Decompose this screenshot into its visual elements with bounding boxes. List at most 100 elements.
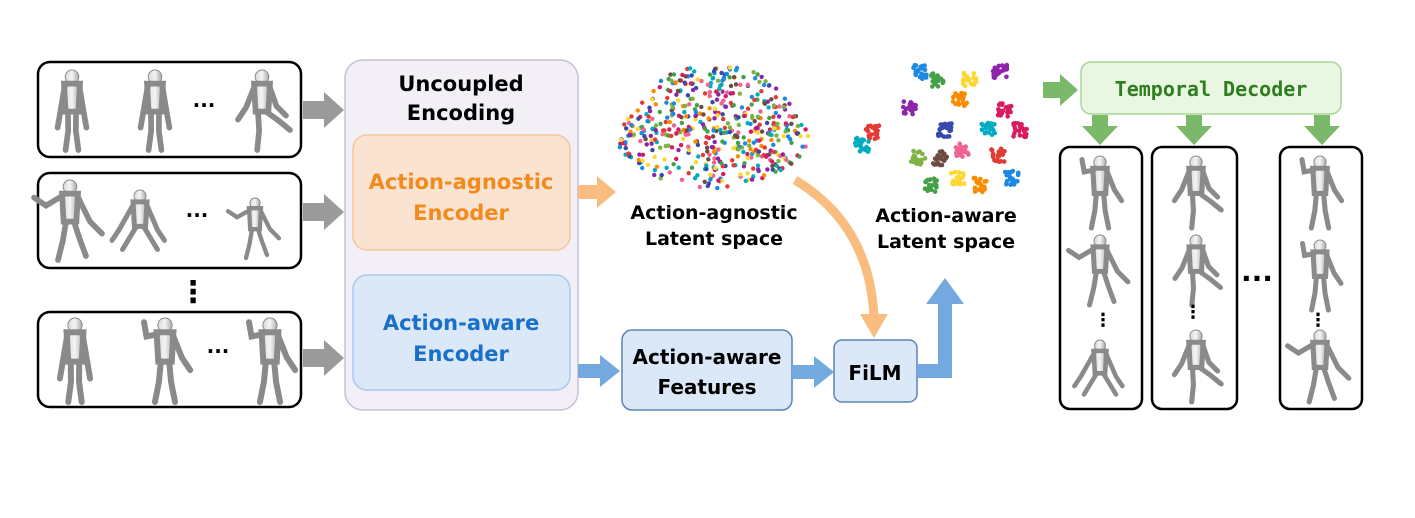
- latent-point: [687, 102, 692, 107]
- latent-point: [775, 121, 780, 127]
- latent-point: [679, 120, 685, 126]
- latent-point: [716, 92, 721, 97]
- latent-point: [991, 152, 996, 157]
- latent-point: [735, 154, 741, 159]
- latent-point: [1005, 114, 1010, 119]
- latent-point: [960, 171, 966, 176]
- input-vertical-ellipsis: ⋮: [178, 275, 208, 310]
- latent-point: [762, 101, 768, 106]
- latent-point: [678, 142, 684, 148]
- seq3-ellipsis: ···: [207, 339, 230, 363]
- latent-point: [725, 90, 730, 95]
- latent-point: [915, 157, 921, 163]
- latent-point: [1004, 178, 1010, 184]
- latent-point: [652, 167, 657, 173]
- latent-point: [769, 137, 774, 143]
- latent-point: [781, 134, 786, 139]
- latent-point: [709, 144, 715, 150]
- latent-point: [973, 79, 979, 85]
- latent-point: [773, 95, 778, 100]
- latent-point: [773, 169, 778, 174]
- latent-point: [1016, 128, 1022, 133]
- latent-point: [992, 65, 998, 71]
- latent-point: [913, 72, 919, 78]
- latent-point: [776, 114, 782, 119]
- latent-point: [757, 122, 762, 127]
- latent-point: [649, 97, 655, 102]
- latent-point: [856, 142, 862, 148]
- latent-point: [731, 163, 736, 168]
- latent-point: [736, 115, 741, 120]
- latent-point: [711, 160, 717, 165]
- agnostic-latent-arrow: [578, 176, 616, 208]
- latent-point: [865, 149, 871, 154]
- latent-point: [988, 123, 993, 129]
- latent-point: [1004, 172, 1009, 178]
- latent-point: [756, 149, 762, 154]
- latent-point: [771, 142, 776, 147]
- latent-point: [771, 120, 777, 126]
- latent-point: [669, 78, 674, 84]
- latent-point: [671, 111, 676, 117]
- latent-point: [930, 79, 935, 84]
- latent-point: [682, 80, 687, 85]
- latent-point: [703, 140, 709, 146]
- latent-point: [706, 157, 711, 162]
- latent-point: [658, 78, 664, 84]
- latent-point: [705, 183, 710, 189]
- latent-point: [950, 94, 956, 100]
- latent-point: [662, 157, 667, 162]
- input-arrow-1: [303, 92, 344, 128]
- latent-point: [952, 169, 958, 175]
- latent-point: [909, 108, 915, 114]
- latent-point: [957, 179, 963, 185]
- features-line2: Features: [657, 375, 756, 399]
- latent-point: [738, 172, 743, 177]
- latent-point: [631, 132, 636, 137]
- latent-point: [693, 113, 698, 119]
- latent-point: [727, 125, 733, 130]
- latent-point: [667, 170, 672, 175]
- latent-point: [944, 134, 950, 139]
- latent-point: [963, 77, 969, 83]
- latent-point: [629, 114, 634, 119]
- action-agnostic-encoder-box: [352, 134, 571, 251]
- output-figure: [1285, 329, 1352, 405]
- input-sequence-2: [36, 171, 303, 270]
- latent-point: [637, 152, 642, 157]
- latent-point: [1021, 128, 1027, 134]
- latent-point: [931, 161, 937, 167]
- latent-point: [727, 75, 732, 80]
- latent-point: [973, 76, 979, 81]
- latent-point: [689, 73, 694, 78]
- latent-point: [1004, 74, 1009, 80]
- latent-point: [982, 179, 987, 184]
- latent-point: [671, 162, 676, 167]
- latent-point: [745, 82, 750, 87]
- latent-point: [725, 184, 730, 189]
- latent-point: [658, 121, 663, 127]
- latent-point: [742, 161, 747, 166]
- latent-point: [692, 69, 697, 74]
- latent-point: [756, 167, 761, 172]
- latent-point: [972, 189, 978, 194]
- latent-point: [712, 116, 717, 121]
- latent-point: [912, 154, 918, 160]
- latent-point: [697, 184, 702, 190]
- latent-point: [652, 154, 657, 160]
- latent-point: [704, 145, 710, 150]
- latent-point: [642, 133, 647, 139]
- latent-point: [751, 140, 756, 145]
- latent-point: [679, 115, 684, 120]
- action-agnostic-latent-scatter: [617, 65, 811, 191]
- latent-point: [923, 179, 928, 184]
- latent-point: [1016, 170, 1021, 176]
- latent-point: [680, 72, 685, 78]
- latent-point: [958, 147, 963, 153]
- latent-point: [674, 156, 679, 162]
- latent-point: [767, 83, 772, 88]
- latent-point: [718, 127, 723, 133]
- latent-point: [994, 72, 999, 78]
- latent-point: [682, 109, 687, 115]
